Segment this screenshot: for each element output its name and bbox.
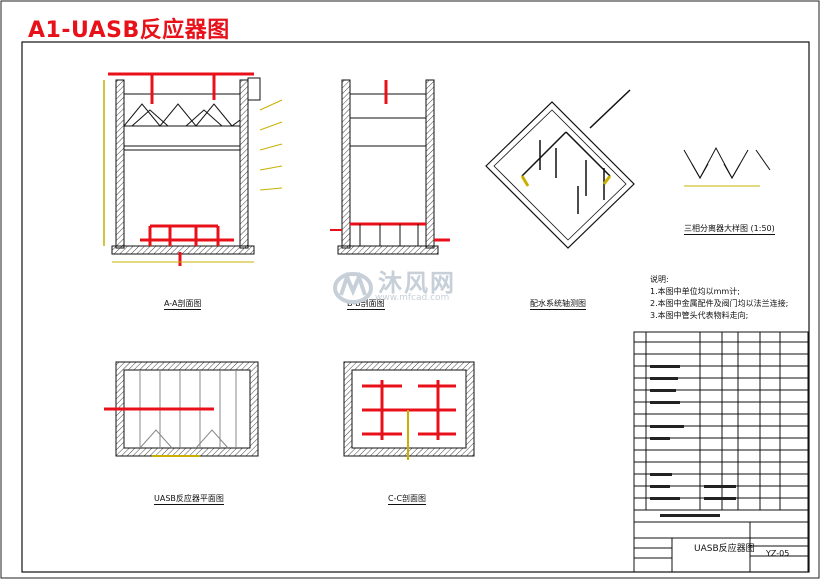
separator-detail-drawing <box>683 146 771 187</box>
water-distribution-drawing <box>485 89 635 249</box>
section-c-caption: C-C剖面图 <box>388 494 427 505</box>
separator-detail-caption: 三相分离器大样图 (1:50) <box>684 224 775 235</box>
watermark-brand: 沐风网 <box>378 269 456 297</box>
drawing-title: A1-UASB反应器图 <box>28 18 230 43</box>
sheet-inner-border <box>21 41 810 573</box>
watermark-url: www.mfcad.com <box>375 293 450 303</box>
note-item: 1.本图中单位均以mm计; <box>650 287 740 296</box>
design-notes: 说明: 1.本图中单位均以mm计; 2.本图中金属配件及阀门均以法兰连接; 3.… <box>650 274 788 322</box>
note-item: 3.本图中管头代表物料走向; <box>650 311 749 320</box>
section-c-drawing <box>343 361 475 460</box>
section-b-drawing <box>330 79 450 255</box>
title-block-table <box>633 331 809 573</box>
water-distribution-caption: 配水系统轴测图 <box>530 299 586 310</box>
title-block-drawing-number: YZ-05 <box>766 549 790 558</box>
section-b-caption: B-B剖面图 <box>347 299 385 310</box>
section-a-drawing <box>103 72 283 266</box>
mfcad-logo-icon <box>333 271 373 304</box>
plan-drawing <box>104 361 259 457</box>
notes-heading: 说明: <box>650 275 669 284</box>
plan-caption: UASB反应器平面图 <box>154 494 224 505</box>
title-block-drawing-name: UASB反应器图 <box>694 544 755 554</box>
section-a-caption: A-A剖面图 <box>164 299 202 310</box>
note-item: 2.本图中金属配件及阀门均以法兰连接; <box>650 299 789 308</box>
